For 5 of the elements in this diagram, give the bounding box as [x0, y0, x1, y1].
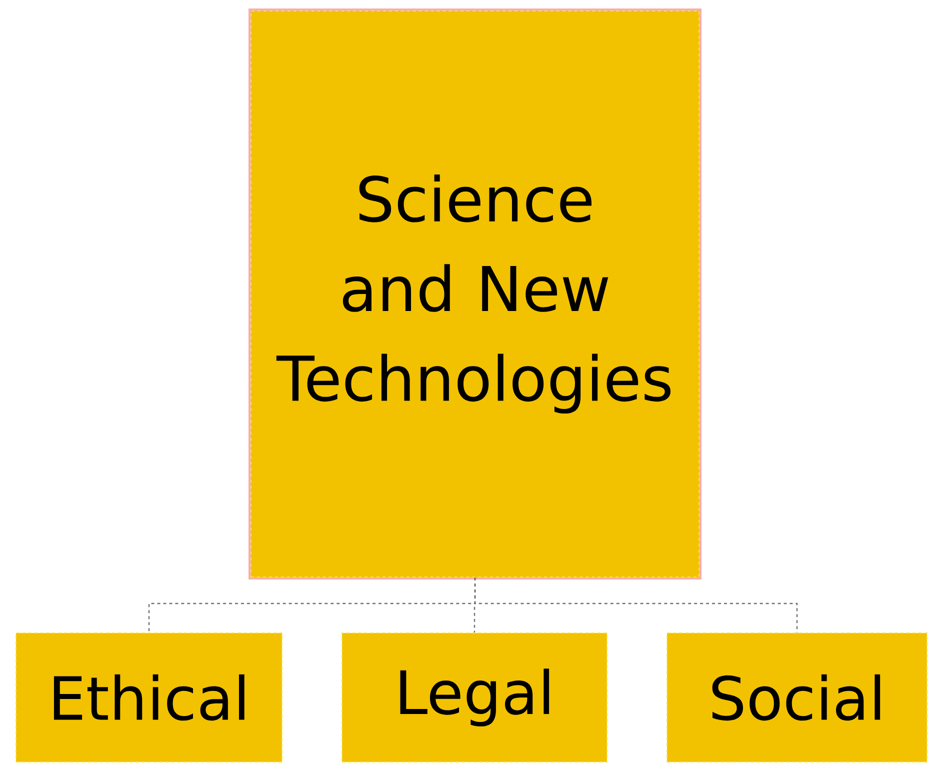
text-box: Legal — [342, 632, 608, 762]
text-box: Social — [666, 632, 928, 762]
text-box: Ethical — [16, 632, 282, 762]
connector-line — [474, 578, 798, 632]
text-box: Science and New Technologies — [248, 8, 702, 580]
